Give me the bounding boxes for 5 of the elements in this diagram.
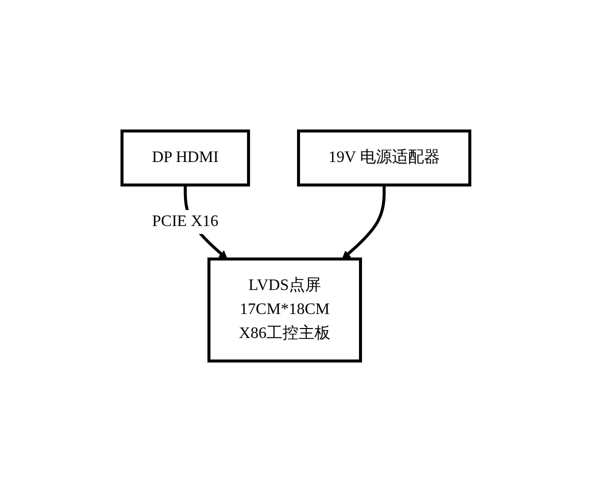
arrow — [342, 185, 386, 260]
node-box: 19V 电源适配器 — [296, 130, 471, 186]
edge-label: PCIE X16 — [152, 213, 218, 230]
node-box: DP HDMI — [120, 130, 250, 186]
node-box: LVDS点屏 17CM*18CM X86工控主板 — [207, 258, 362, 362]
